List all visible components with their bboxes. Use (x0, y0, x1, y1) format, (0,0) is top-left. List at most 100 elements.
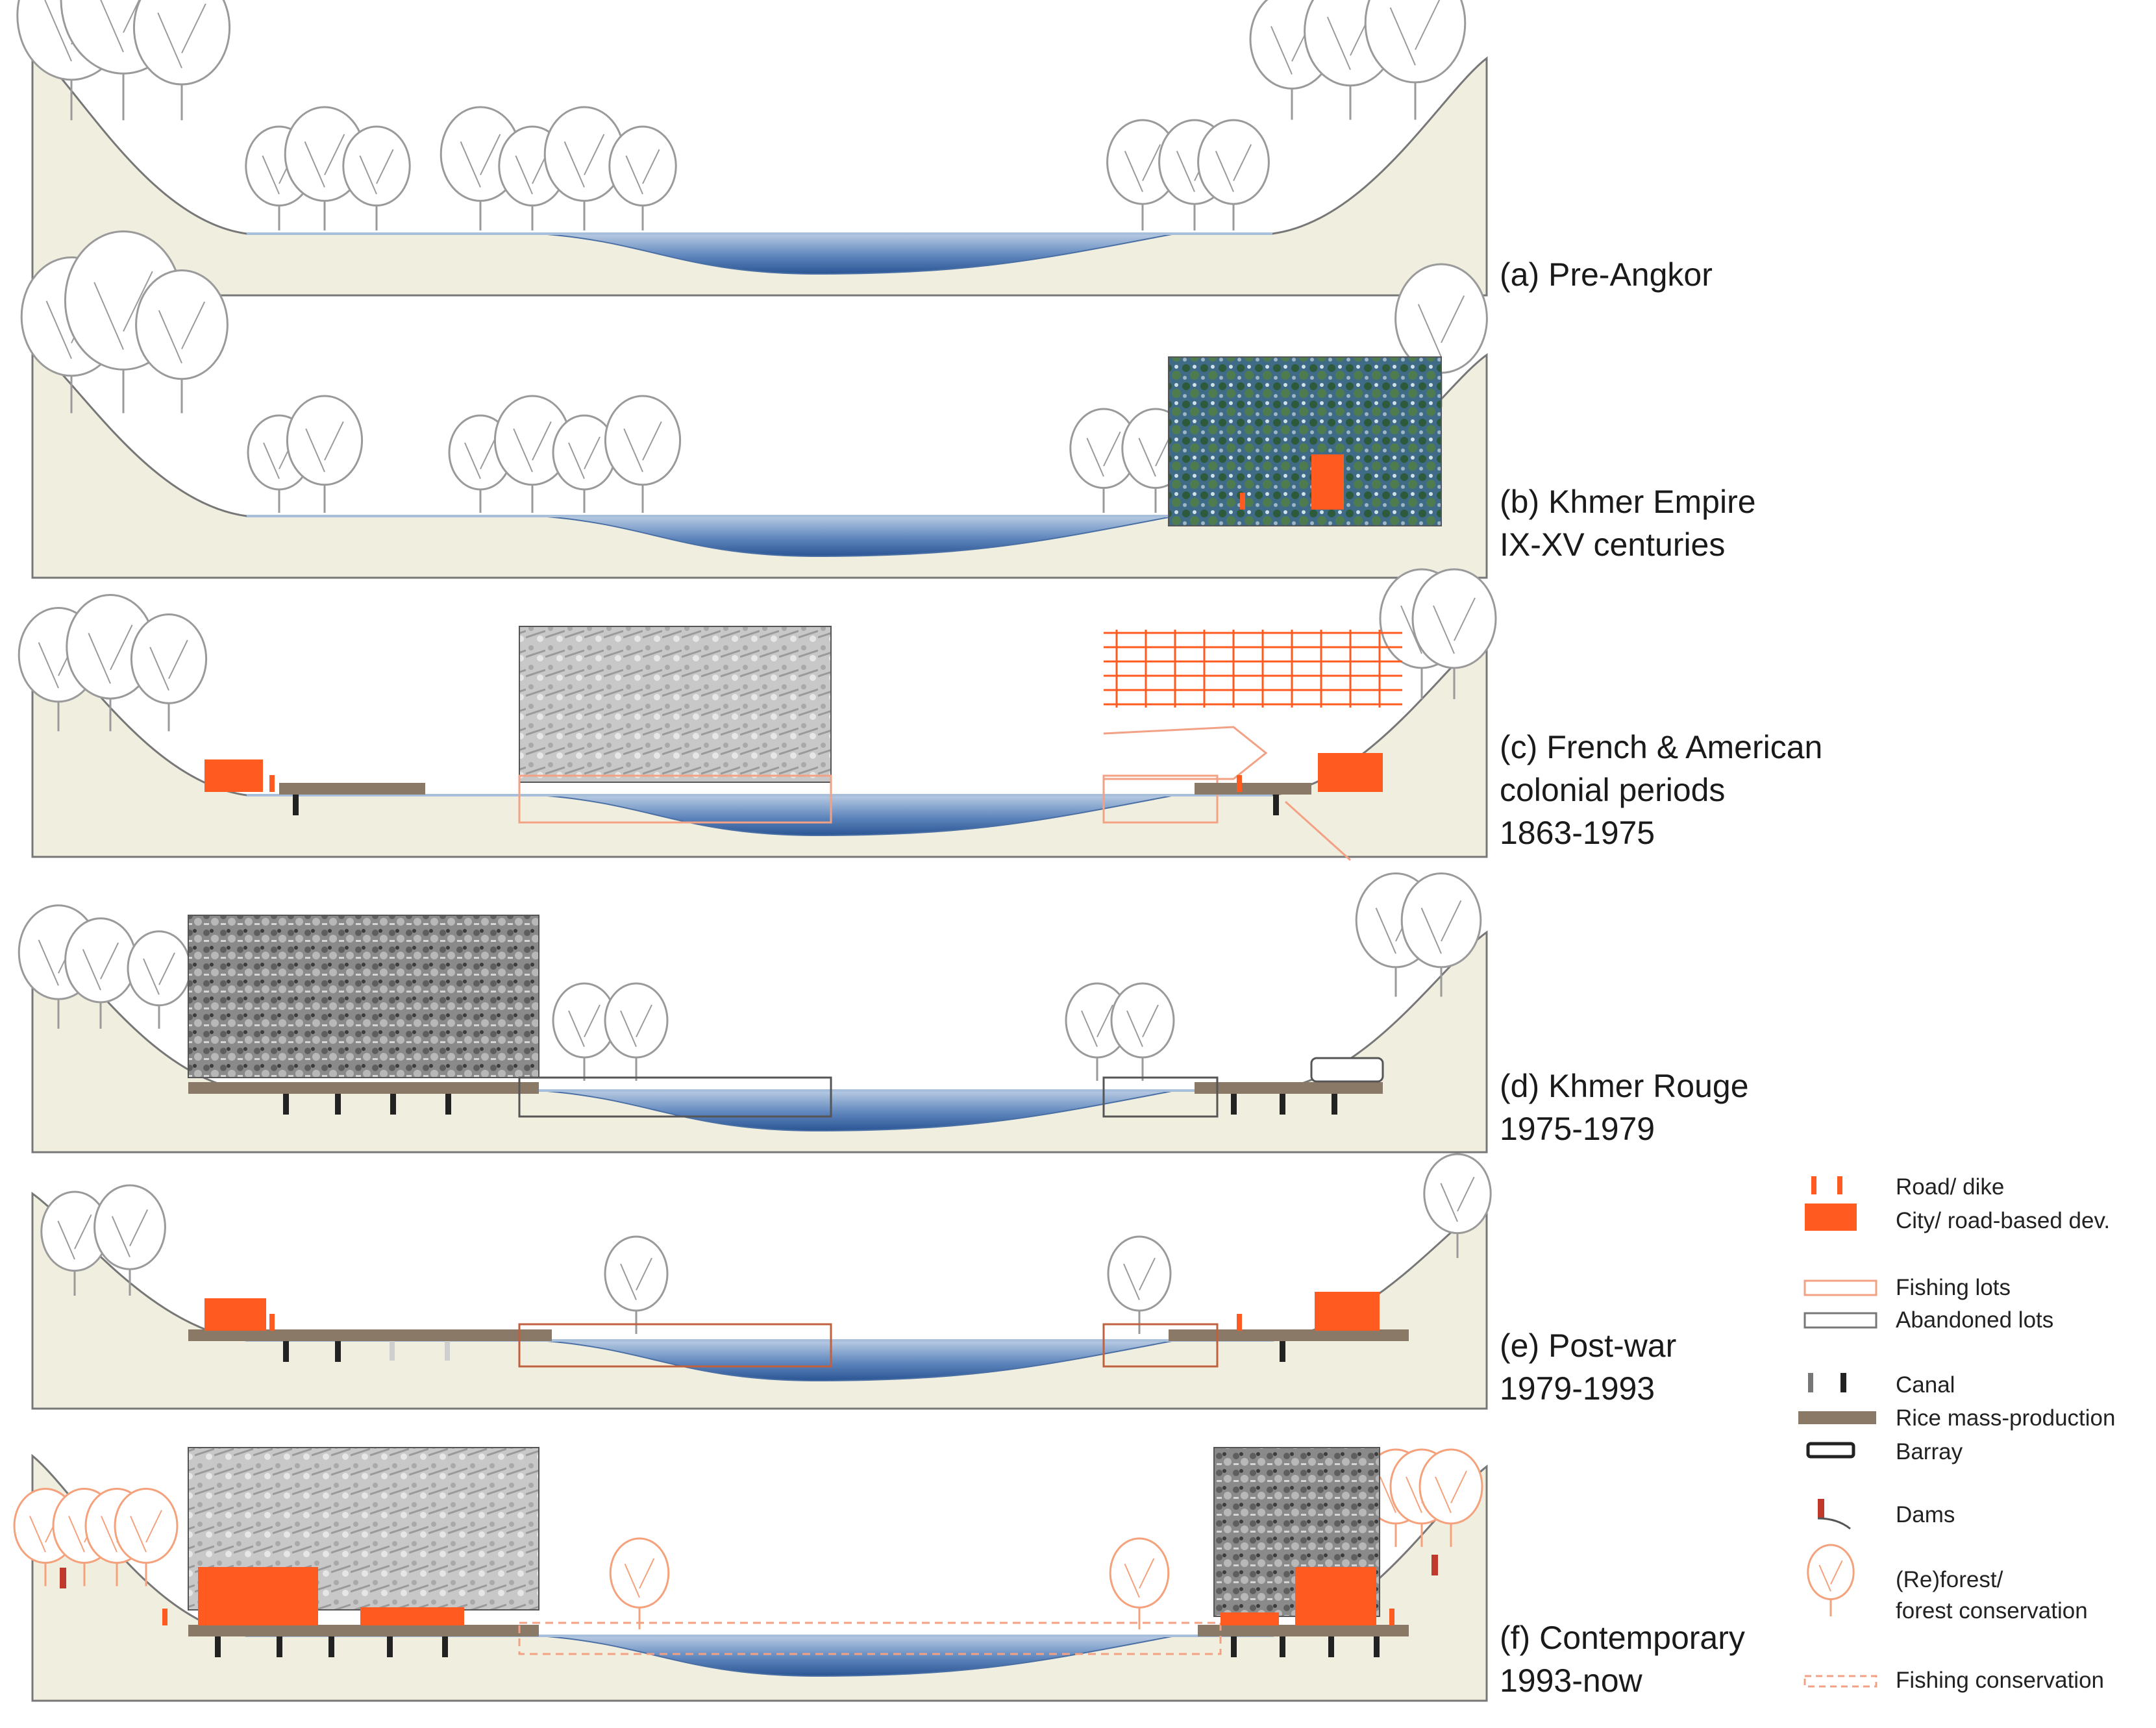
abandoned-lot (518, 1076, 832, 1118)
leader-line (1284, 800, 1352, 861)
rice-field (1169, 1329, 1409, 1341)
legend-label: forest conservation (1896, 1598, 2088, 1623)
fishing-lot (518, 774, 832, 824)
canal-icon (283, 1094, 289, 1115)
tree-icon (135, 269, 229, 413)
water-body (538, 515, 1176, 558)
canal-icon (328, 1636, 334, 1657)
tree-icon (604, 982, 669, 1081)
canal-icon (1280, 1094, 1285, 1115)
road-dike-icon (1811, 1176, 1816, 1194)
canal-icon (1280, 1636, 1285, 1657)
canal-icon (335, 1094, 341, 1115)
section-label: 1863-1975 (1500, 815, 1655, 851)
rice-field (188, 1082, 539, 1094)
water-body (538, 795, 1176, 837)
water-body (538, 1340, 1176, 1382)
canal-icon (442, 1636, 448, 1657)
city-block-icon (204, 759, 263, 792)
road-dike-icon (1240, 493, 1245, 510)
tree-icon (1423, 1153, 1492, 1258)
legend-label: Abandoned lots (1896, 1307, 2053, 1333)
city-block-icon (1318, 753, 1383, 792)
rice-field (1195, 783, 1311, 795)
tree-icon (604, 395, 682, 513)
section-label: IX-XV centuries (1500, 526, 1725, 563)
dam-icon (1818, 1499, 1824, 1518)
road-dike-icon (269, 1314, 275, 1331)
dam-curve (1817, 1517, 1851, 1530)
canal-icon (1840, 1373, 1846, 1392)
tree-icon (342, 125, 411, 230)
fishing-lot (1102, 1323, 1219, 1368)
section-label: (b) Khmer Empire (1500, 484, 1756, 520)
section-label: (f) Contemporary (1500, 1620, 1745, 1656)
city-block-icon (1805, 1203, 1857, 1231)
rice-field-icon (1798, 1411, 1876, 1424)
fishing-lot (518, 1323, 832, 1368)
rice-field (1198, 1625, 1409, 1636)
barray (1310, 1057, 1384, 1083)
canal-icon (390, 1341, 395, 1361)
canal-icon (445, 1094, 451, 1115)
legend-label: (Re)forest/ (1896, 1567, 2003, 1592)
canal-icon (1328, 1636, 1334, 1657)
abandoned-lot (1102, 1076, 1219, 1118)
fishing-conservation-icon (1803, 1675, 1877, 1688)
canal-icon (283, 1341, 289, 1362)
canal-icon (1808, 1373, 1813, 1392)
legend-label: Fishing lots (1896, 1275, 2011, 1300)
fishing-conservation (518, 1622, 1222, 1655)
canal-icon (1231, 1636, 1237, 1657)
road-dike-icon (162, 1609, 167, 1625)
road-dike-icon (1237, 1314, 1242, 1331)
city-block-icon (360, 1607, 464, 1625)
rice-field (279, 783, 425, 795)
legend-label: Rice mass-production (1896, 1405, 2115, 1431)
canal-icon (293, 795, 299, 815)
barray-icon (1806, 1442, 1855, 1459)
canal-icon (445, 1341, 450, 1361)
orange-tree-icon (609, 1537, 670, 1629)
tree-icon (64, 917, 137, 1029)
city-block-icon (1311, 454, 1344, 510)
city-block-icon (198, 1567, 318, 1625)
legend-label: Barray (1896, 1439, 1963, 1464)
tree-icon (286, 395, 364, 513)
legend-label: Dams (1896, 1502, 1955, 1527)
tree-icon (93, 1184, 166, 1296)
rice-field (1195, 1082, 1383, 1094)
canal-icon (1273, 795, 1279, 815)
legend-label: City/ road-based dev. (1896, 1208, 2110, 1233)
tree-icon (130, 613, 208, 732)
city-block-icon (1295, 1567, 1376, 1625)
tree-icon (1197, 119, 1270, 230)
canal-icon (390, 1094, 396, 1115)
tree-icon (552, 414, 617, 513)
section-label: (d) Khmer Rouge (1500, 1068, 1749, 1104)
road-dike-icon (1389, 1609, 1394, 1625)
rice-field (188, 1625, 539, 1636)
section-label: (e) Post-war (1500, 1327, 1676, 1364)
orange-tree-icon (1109, 1537, 1170, 1629)
tree-icon (604, 1235, 669, 1334)
section-label: (a) Pre-Angkor (1500, 256, 1713, 293)
city-block-icon (204, 1298, 266, 1331)
tree-icon (1400, 872, 1482, 997)
fishing-lot-icon (1803, 1279, 1877, 1296)
tree-icon (608, 125, 677, 230)
city-block-icon (1315, 1292, 1380, 1331)
tree-icon (127, 930, 192, 1029)
canal-icon (1332, 1094, 1337, 1115)
section-a: (a) Pre-Angkor (16, 0, 1713, 297)
section-label: colonial periods (1500, 772, 1725, 808)
colonial-photo (519, 626, 832, 783)
dam-icon (60, 1568, 66, 1588)
water-body (538, 233, 1176, 275)
